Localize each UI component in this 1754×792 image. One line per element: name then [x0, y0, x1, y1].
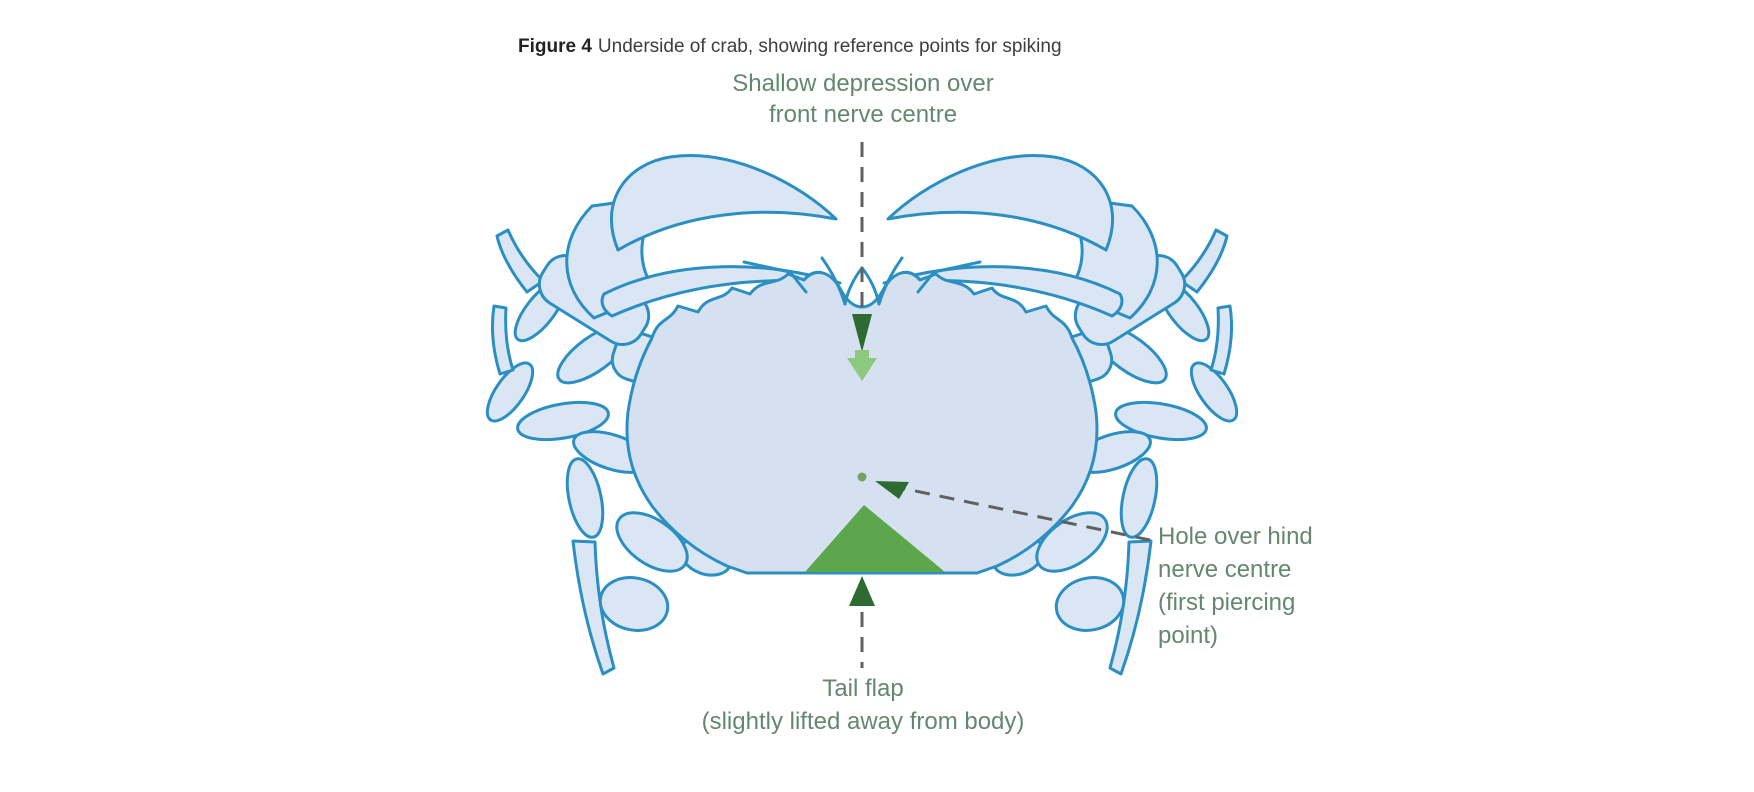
label-line: (slightly lifted away from body): [701, 708, 1025, 735]
label-tail-flap: Tail flap (slightly lifted away from bod…: [702, 672, 1025, 738]
hind-nerve-hole-dot: [857, 472, 867, 482]
front-nerve-arrowhead: [852, 314, 872, 352]
label-line: front nerve centre: [768, 101, 958, 128]
tail-flap-arrowhead: [849, 576, 875, 606]
label-line: (first piercing: [1158, 589, 1296, 616]
figure-number: Figure 4: [518, 36, 592, 57]
label-line: nerve centre: [1158, 556, 1292, 583]
label-line: Hole over hind: [1158, 523, 1313, 550]
hind-nerve-arrowhead: [875, 481, 909, 499]
tail-flap-triangle: [805, 505, 945, 572]
figure-caption: Underside of crab, showing reference poi…: [597, 36, 1062, 57]
hind-nerve-leader-line: [900, 486, 1151, 542]
carapace: [625, 270, 1099, 575]
front-nerve-secondary-arrow: [847, 350, 877, 381]
label-front-nerve-centre: Shallow depression over front nerve cent…: [732, 68, 993, 130]
label-line: Shallow depression over: [732, 70, 994, 97]
label-hind-nerve-centre: Hole over hind nerve centre (first pierc…: [1158, 520, 1313, 652]
label-line: point): [1158, 622, 1219, 649]
label-line: Tail flap: [822, 675, 904, 702]
